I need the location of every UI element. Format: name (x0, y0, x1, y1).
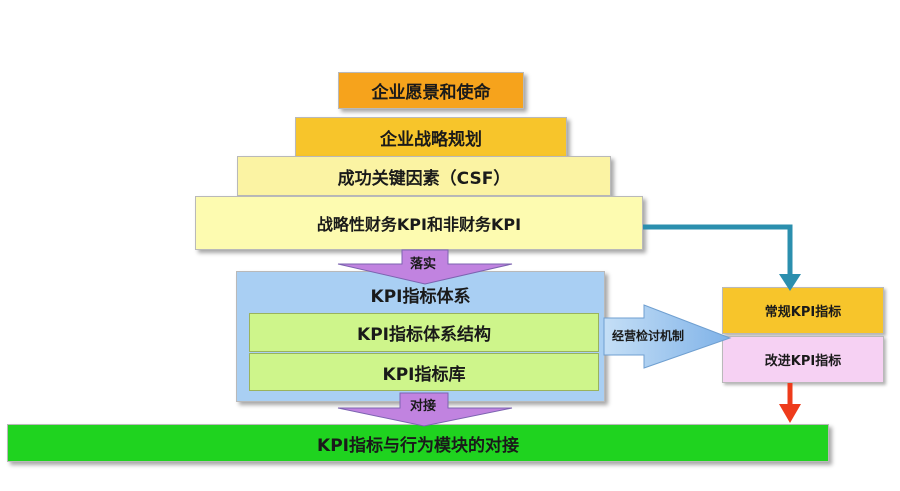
kpi-structure-label: KPI指标体系结构 (357, 325, 491, 345)
strategic-kpi-box: 战略性财务KPI和非财务KPI (195, 196, 643, 250)
csf-box: 成功关键因素（CSF） (237, 156, 611, 196)
teal-connector-icon (643, 224, 793, 277)
kpi-system-title: KPI指标体系 (370, 287, 471, 307)
csf-label: 成功关键因素（CSF） (337, 168, 511, 189)
dock-label: 对接 (410, 399, 437, 414)
vision-mission-label: 企业愿景和使命 (371, 83, 491, 103)
strategic-kpi-label: 战略性财务KPI和非财务KPI (316, 215, 522, 234)
behavior-module-bar: KPI指标与行为模块的对接 (7, 424, 829, 462)
kpi-library-box: KPI指标库 (249, 353, 599, 391)
review-mechanism-label: 经营检讨机制 (612, 329, 685, 343)
implement-label: 落实 (410, 257, 437, 272)
regular-kpi-box: 常规KPI指标 (722, 287, 884, 334)
vision-mission-box: 企业愿景和使命 (338, 72, 524, 109)
behavior-module-label: KPI指标与行为模块的对接 (317, 435, 519, 456)
strategy-planning-label: 企业战略规划 (380, 129, 482, 150)
strategy-planning-box: 企业战略规划 (295, 117, 567, 157)
kpi-structure-box: KPI指标体系结构 (249, 313, 599, 352)
red-arrowhead-icon (779, 404, 801, 423)
improve-kpi-label: 改进KPI指标 (764, 354, 842, 369)
kpi-library-label: KPI指标库 (382, 364, 466, 385)
regular-kpi-label: 常规KPI指标 (764, 305, 842, 320)
improve-kpi-box: 改进KPI指标 (722, 336, 884, 383)
